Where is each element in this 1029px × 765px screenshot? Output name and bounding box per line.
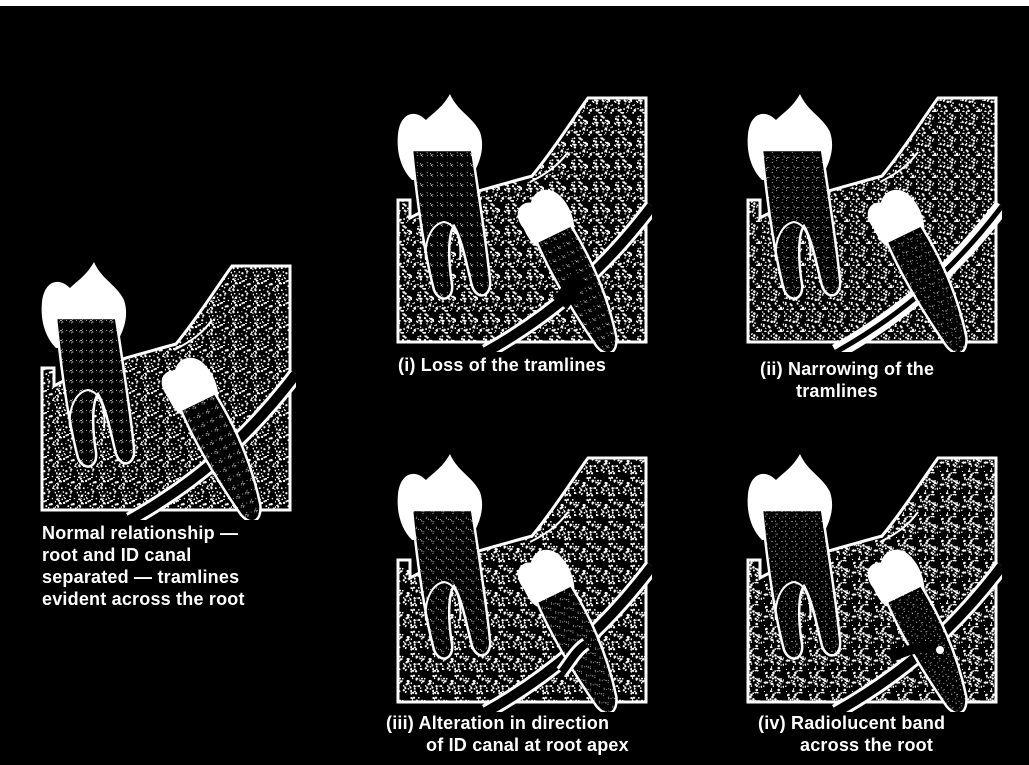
caption-i: (i) Loss of the tramlines xyxy=(398,354,606,376)
caption-iii-line-2: of ID canal at root apex xyxy=(386,734,629,756)
panel-normal xyxy=(34,258,296,520)
panel-ii xyxy=(740,90,1002,352)
radiograph-diagram-normal xyxy=(34,258,296,520)
caption-normal-line-4: evident across the root xyxy=(42,588,245,610)
panel-iv xyxy=(740,450,1002,712)
caption-normal-line-1: Normal relationship — xyxy=(42,522,245,544)
caption-ii-line-2: tramlines xyxy=(760,380,934,402)
caption-iv: (iv) Radiolucent band across the root xyxy=(758,712,945,756)
caption-iv-line-1: (iv) Radiolucent band xyxy=(758,712,945,734)
caption-ii-line-1: (ii) Narrowing of the xyxy=(760,358,934,380)
panel-iii xyxy=(390,450,652,712)
caption-normal: Normal relationship — root and ID canal … xyxy=(42,522,245,610)
panel-i xyxy=(390,90,652,352)
caption-i-line-1: (i) Loss of the tramlines xyxy=(398,354,606,376)
radiograph-diagram-i xyxy=(390,90,652,352)
caption-iv-line-2: across the root xyxy=(758,734,945,756)
caption-iii: (iii) Alteration in direction of ID cana… xyxy=(386,712,629,756)
band-apex-dot xyxy=(936,646,944,654)
caption-iii-line-1: (iii) Alteration in direction xyxy=(386,712,629,734)
radiograph-diagram-iv xyxy=(740,450,1002,712)
caption-normal-line-2: root and ID canal xyxy=(42,544,245,566)
radiograph-diagram-iii xyxy=(390,450,652,712)
caption-ii: (ii) Narrowing of the tramlines xyxy=(760,358,934,402)
caption-normal-line-3: separated — tramlines xyxy=(42,566,245,588)
radiograph-diagram-ii xyxy=(740,90,1002,352)
figure-frame: Normal relationship — root and ID canal … xyxy=(0,6,1029,765)
